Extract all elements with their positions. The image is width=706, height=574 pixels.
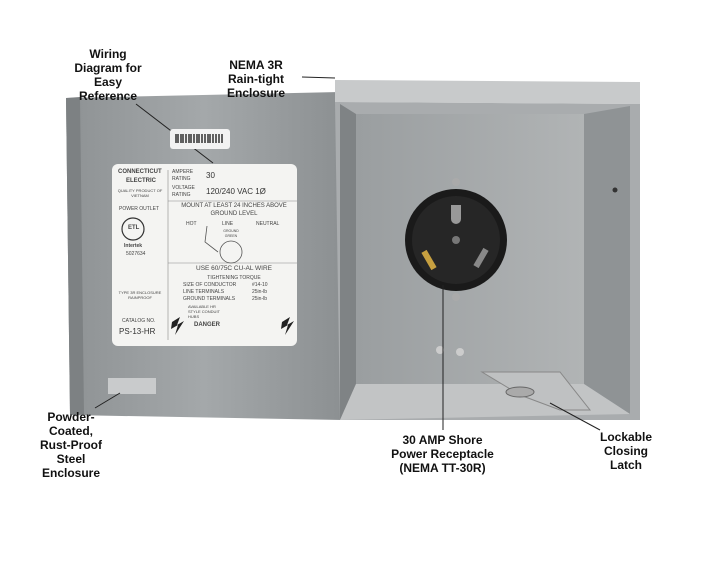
intertek-no: 5027634 (126, 251, 146, 257)
door-latch-tab (108, 378, 156, 394)
ampere-value: 30 (206, 171, 215, 180)
enclosure-type: TYPE 3R ENCLOSURE RAINPROOF (118, 290, 162, 301)
callout-latch: Lockable Closing Latch (590, 430, 662, 472)
wire-spec: USE 60/75C CU-AL WIRE (196, 265, 272, 272)
callout-line: (NEMA TT-30R) (399, 461, 486, 475)
neutral-terminal: NEUTRAL (256, 221, 280, 227)
callout-line: Wiring (89, 47, 127, 61)
callout-line: Easy (93, 75, 123, 89)
wiring-label (112, 164, 297, 346)
callout-line: 30 AMP Shore (402, 433, 483, 447)
torque-title: TIGHTENING TORQUE (207, 275, 261, 281)
callout-line: Latch (609, 458, 642, 472)
hot-terminal: HOT (186, 221, 197, 227)
callout-line: Enclosure (41, 466, 101, 480)
lid-top (335, 80, 640, 104)
torque-row: GROUND TERMINALS (183, 296, 236, 302)
voltage-label: VOLTAGE RATING (172, 185, 195, 198)
ground-text: GROUND GREEN (223, 229, 239, 238)
etl-mark: ETL (128, 225, 140, 231)
torque-row-value: #14-10 (252, 282, 268, 288)
barcode (170, 129, 230, 149)
catalog-label: CATALOG NO. (122, 318, 156, 324)
callout-line: Reference (78, 89, 138, 103)
torque-row: LINE TERMINALS (183, 289, 225, 295)
callout-line: Lockable (599, 430, 653, 444)
callout-line: Diagram for (74, 61, 142, 75)
callout-line: Rain-tight (228, 72, 284, 86)
callout-line: Powder- (47, 410, 95, 424)
brand-name: CONNECTICUT (118, 169, 162, 175)
available-hubs: AVAILABLE HR STYLE CONDUIT HUBS (188, 304, 220, 320)
callout-line: Rust-Proof (40, 438, 102, 452)
callout-line: Coated, (48, 424, 93, 438)
line-text: LINE (222, 221, 234, 227)
intertek: Intertek (124, 243, 143, 249)
callout-line: NEMA 3R (229, 58, 283, 72)
callout-receptacle: 30 AMP Shore Power Receptacle (NEMA TT-3… (380, 433, 505, 475)
callout-wiring-diagram: Wiring Diagram for Easy Reference (62, 47, 154, 103)
torque-row-value: 25in-lb (252, 289, 268, 295)
callout-line: Closing (604, 444, 648, 458)
brand-name-2: ELECTRIC (126, 178, 156, 184)
catalog-number: PS-13-HR (119, 327, 156, 336)
power-outlet: POWER OUTLET (119, 206, 160, 212)
ampere-label: AMPERE RATING (172, 169, 194, 182)
box-bottom-lip (340, 384, 630, 420)
callout-nema-3r: NEMA 3R Rain-tight Enclosure (210, 58, 302, 100)
torque-row-value: 25in-lb (252, 296, 268, 302)
quality-text: QUALITY PRODUCT OF VIETNAM (117, 188, 163, 199)
danger-text: DANGER (194, 322, 221, 328)
callout-line: Power Receptacle (391, 447, 494, 461)
callout-powder-coated: Powder- Coated, Rust-Proof Steel Enclosu… (25, 410, 117, 480)
voltage-value: 120/240 VAC 1Ø (206, 187, 266, 196)
callout-line: Enclosure (226, 86, 286, 100)
mount-text: MOUNT AT LEAST 24 INCHES ABOVE GROUND LE… (181, 203, 287, 217)
right-side-wall (584, 106, 630, 414)
torque-row: SIZE OF CONDUCTOR (183, 282, 237, 288)
callout-line: Steel (56, 452, 86, 466)
